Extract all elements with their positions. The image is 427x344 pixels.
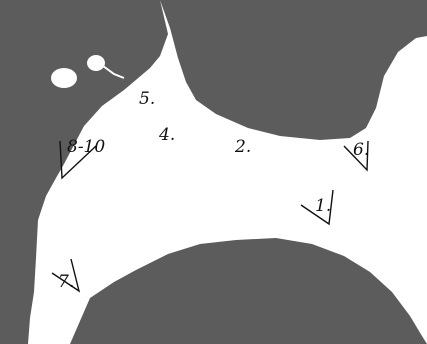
label-site-2: 2. [234,137,251,157]
islet-west [51,68,77,88]
label-site-4: 4. [158,125,175,145]
label-site-6: 6. [353,140,369,160]
label-site-1: 1. [315,196,331,216]
label-site-8-10: 8-10 [67,137,105,157]
southern-landmass [70,238,427,344]
label-site-5: 5. [139,89,155,109]
label-site-7: 7. [58,272,74,292]
islet-east [87,55,105,71]
